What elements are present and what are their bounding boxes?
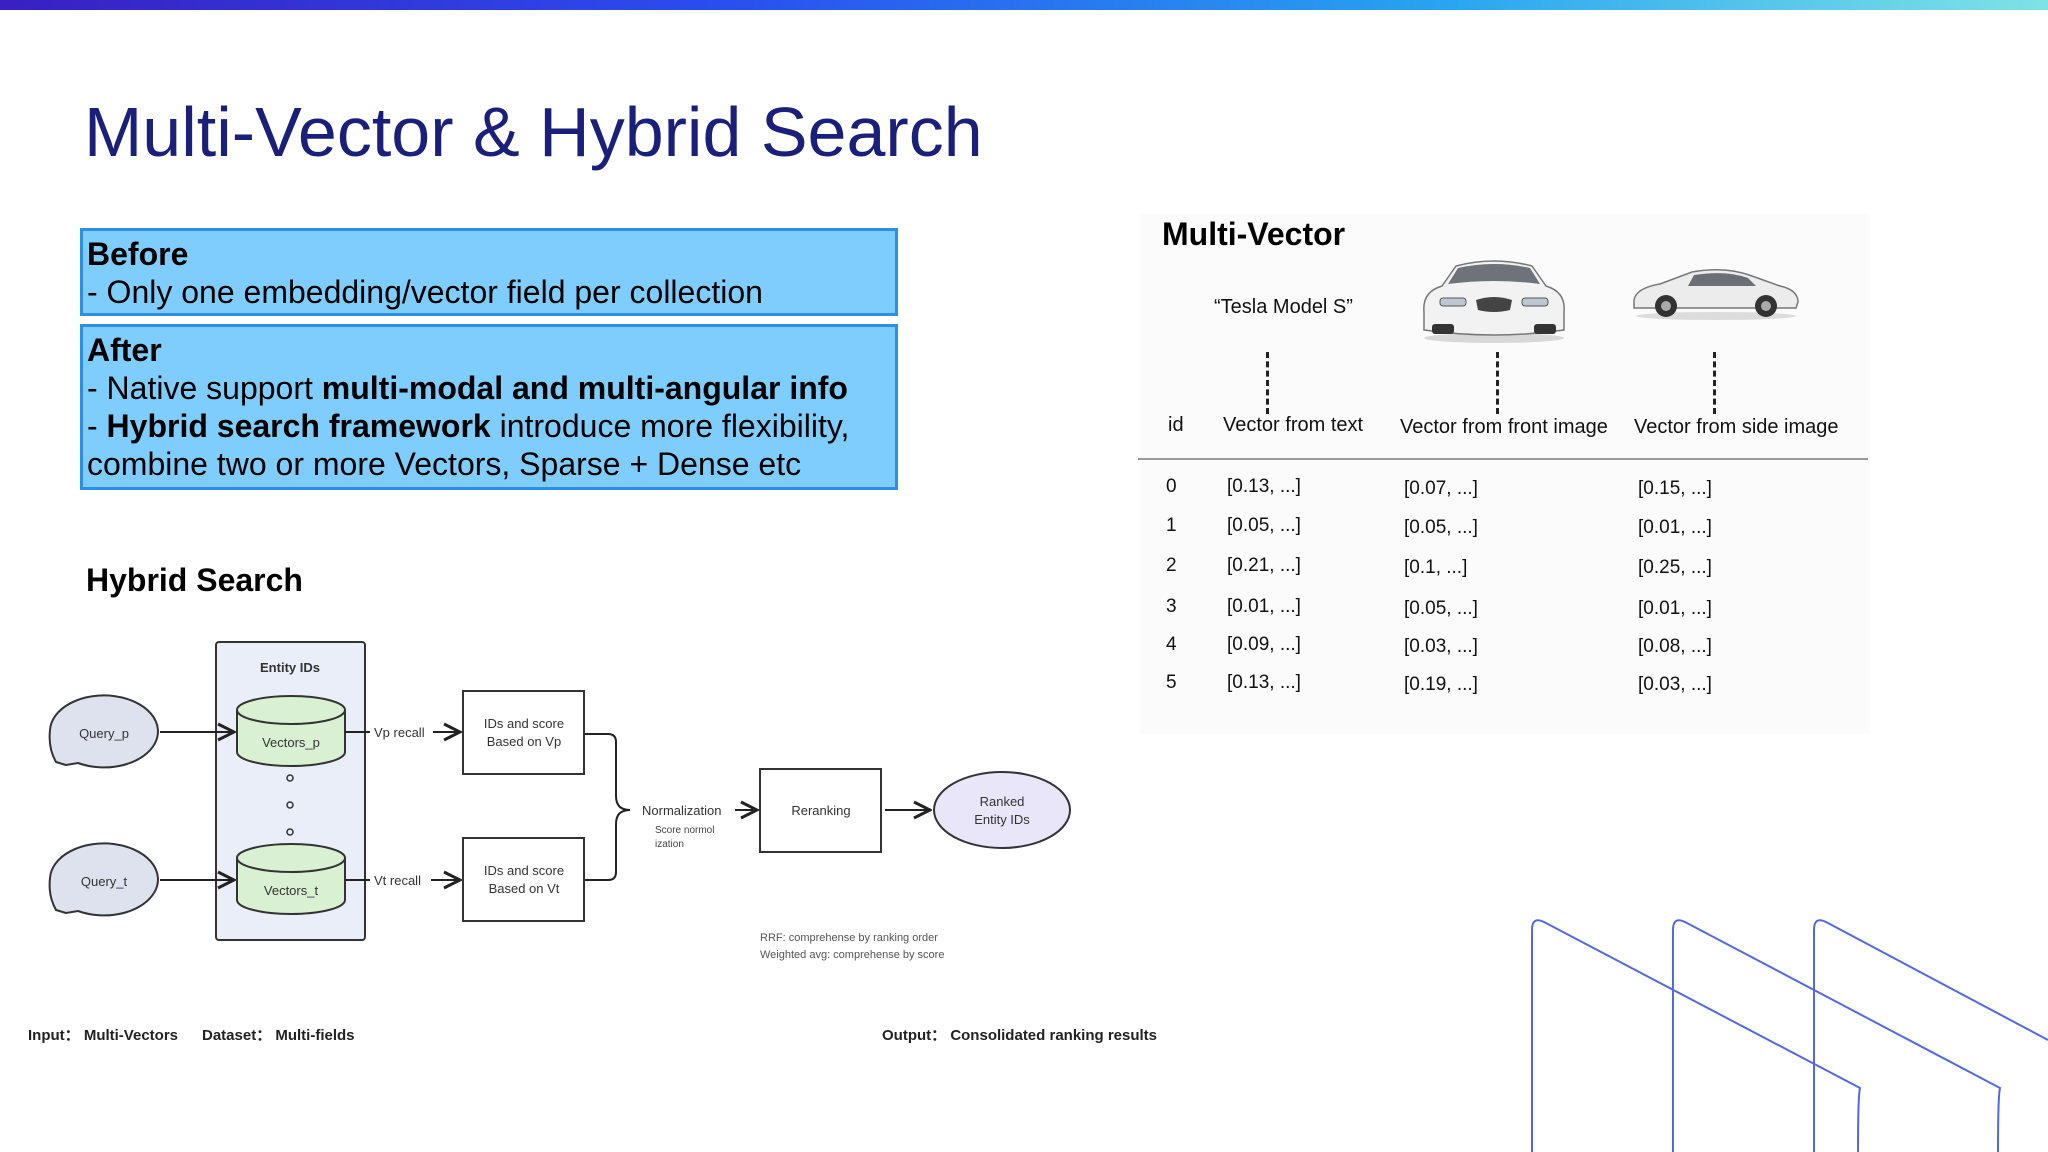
query-p-label: Query_p bbox=[79, 726, 129, 741]
col-header-text: Vector from text bbox=[1223, 414, 1364, 436]
col-header-front: Vector from front image bbox=[1400, 416, 1608, 438]
cell-text-vector: [0.13, ...] bbox=[1227, 672, 1301, 693]
tesla-quote: “Tesla Model S” bbox=[1214, 296, 1353, 318]
cell-id: 3 bbox=[1166, 596, 1177, 617]
before-heading: Before bbox=[87, 236, 189, 272]
cell-text-vector: [0.05, ...] bbox=[1227, 515, 1301, 536]
ids-vp-box bbox=[462, 690, 585, 775]
query-t-label: Query_t bbox=[81, 874, 128, 889]
car-side-image bbox=[1633, 269, 1799, 320]
cell-front-vector: [0.07, ...] bbox=[1404, 478, 1478, 499]
cell-side-vector: [0.25, ...] bbox=[1638, 557, 1712, 578]
table-header-rule bbox=[1138, 458, 1868, 460]
cell-front-vector: [0.05, ...] bbox=[1404, 598, 1478, 619]
before-box: Before - Only one embedding/vector field… bbox=[80, 228, 898, 316]
cell-side-vector: [0.01, ...] bbox=[1638, 598, 1712, 619]
ellipsis-dot bbox=[286, 774, 294, 782]
after-heading: After bbox=[87, 332, 162, 368]
query-t-bubble: Query_t bbox=[48, 842, 159, 917]
after-line-3: combine two or more Vectors, Sparse + De… bbox=[87, 446, 802, 482]
hybrid-search-diagram: Query_p Query_t Entity IDs Vectors_p Vec… bbox=[48, 641, 1071, 961]
cell-text-vector: [0.01, ...] bbox=[1227, 596, 1301, 617]
cell-front-vector: [0.03, ...] bbox=[1404, 636, 1478, 657]
ranked-line1: Ranked bbox=[980, 794, 1025, 809]
cell-id: 5 bbox=[1166, 672, 1177, 693]
car-front-image bbox=[1423, 260, 1565, 343]
footer-dataset: Dataset： Multi-fields bbox=[202, 1027, 355, 1044]
score-norm-line2: ization bbox=[655, 839, 684, 850]
multi-vector-heading: Multi-Vector bbox=[1162, 216, 1346, 252]
cell-text-vector: [0.21, ...] bbox=[1227, 555, 1301, 576]
cell-text-vector: [0.13, ...] bbox=[1227, 476, 1301, 497]
ellipsis-dot bbox=[286, 828, 294, 836]
cell-id: 1 bbox=[1166, 515, 1177, 536]
before-line-1: - Only one embedding/vector field per co… bbox=[87, 274, 763, 310]
footer-output: Output： Consolidated ranking results bbox=[882, 1027, 1158, 1044]
cell-side-vector: [0.01, ...] bbox=[1638, 517, 1712, 538]
ids-vp-line2: Based on Vp bbox=[487, 734, 561, 749]
after-line-1-bold: multi-modal and multi-angular info bbox=[321, 370, 848, 406]
ids-vt-line2: Based on Vt bbox=[489, 881, 560, 896]
cell-front-vector: [0.1, ...] bbox=[1404, 557, 1468, 578]
after-line-2-bold: Hybrid search framework bbox=[106, 408, 491, 444]
cell-side-vector: [0.15, ...] bbox=[1638, 478, 1712, 499]
decorative-lines bbox=[1531, 919, 2048, 1152]
cell-text-vector: [0.09, ...] bbox=[1227, 634, 1301, 655]
cell-side-vector: [0.03, ...] bbox=[1638, 674, 1712, 695]
after-line-1-prefix: - Native support bbox=[87, 370, 322, 406]
reranking-label: Reranking bbox=[791, 803, 850, 818]
cell-side-vector: [0.08, ...] bbox=[1638, 636, 1712, 657]
after-line-1: - Native support multi-modal and multi-a… bbox=[87, 369, 891, 407]
ranked-entity-ids-node bbox=[933, 771, 1071, 849]
col-header-side: Vector from side image bbox=[1634, 416, 1839, 438]
vp-recall-label: Vp recall bbox=[374, 725, 425, 740]
cell-id: 2 bbox=[1166, 555, 1177, 576]
after-box: After - Native support multi-modal and m… bbox=[80, 324, 898, 490]
ids-vt-line1: IDs and score bbox=[484, 863, 564, 878]
dash-connector-front bbox=[1496, 352, 1499, 414]
ranked-line2: Entity IDs bbox=[974, 812, 1030, 827]
vectors-t-cylinder: Vectors_t bbox=[236, 843, 346, 915]
ellipsis-dot bbox=[286, 801, 294, 809]
cell-front-vector: [0.05, ...] bbox=[1404, 517, 1478, 538]
vectors-p-label: Vectors_p bbox=[262, 735, 320, 750]
rrf-note: RRF: comprehense by ranking order bbox=[760, 932, 938, 944]
vt-recall-label: Vt recall bbox=[374, 873, 421, 888]
dash-connector-side bbox=[1713, 352, 1716, 414]
ids-vt-box bbox=[462, 837, 585, 922]
score-norm-line1: Score normol bbox=[655, 825, 714, 836]
cell-id: 0 bbox=[1166, 476, 1177, 497]
after-line-2-prefix: - bbox=[87, 408, 107, 444]
cell-id: 4 bbox=[1166, 634, 1177, 655]
merge-bracket bbox=[585, 733, 631, 881]
footer-input: Input： Multi-Vectors bbox=[28, 1027, 179, 1044]
after-line-2-rest: introduce more flexibility, bbox=[490, 408, 850, 444]
cell-front-vector: [0.19, ...] bbox=[1404, 674, 1478, 695]
vectors-t-label: Vectors_t bbox=[264, 883, 319, 898]
dash-connector-text bbox=[1266, 352, 1269, 414]
reranking-box bbox=[759, 768, 882, 853]
page-title: Multi-Vector & Hybrid Search bbox=[84, 93, 983, 171]
vectors-p-cylinder: Vectors_p bbox=[236, 695, 346, 767]
after-line-2: - Hybrid search framework introduce more… bbox=[87, 407, 891, 445]
weighted-avg-note: Weighted avg: comprehense by score bbox=[760, 949, 944, 961]
normalization-label: Normalization bbox=[642, 803, 721, 818]
entity-ids-label: Entity IDs bbox=[260, 660, 320, 675]
top-gradient-bar bbox=[0, 0, 2048, 10]
ids-vp-line1: IDs and score bbox=[484, 716, 564, 731]
hybrid-search-heading: Hybrid Search bbox=[86, 562, 303, 598]
query-p-bubble: Query_p bbox=[48, 694, 159, 769]
col-header-id: id bbox=[1168, 414, 1184, 436]
